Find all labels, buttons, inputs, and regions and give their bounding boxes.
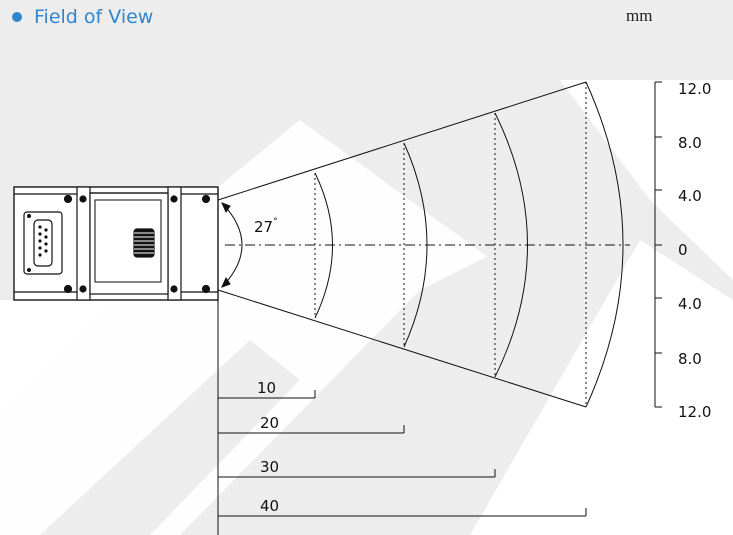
scale-tick-4-top: 4.0 [678, 187, 702, 205]
angle-arc [221, 202, 243, 288]
scale-tick-4-bottom: 4.0 [678, 295, 702, 313]
angle-arrow-top [221, 202, 231, 214]
distance-label-40: 40 [260, 497, 279, 515]
scale-tick-0: 0 [678, 241, 688, 259]
scale-tick-8-top: 8.0 [678, 134, 702, 152]
scale-tick-8-bottom: 8.0 [678, 350, 702, 368]
fov-arc-40 [585, 81, 624, 408]
unit-label: mm [626, 6, 653, 25]
distance-label-30: 30 [260, 458, 279, 476]
angle-arrow-bottom [221, 276, 231, 288]
distance-label-10: 10 [257, 379, 276, 397]
scale-tick-12-bottom: 12.0 [678, 403, 711, 421]
angle-value: 27° [254, 217, 278, 236]
scale-tick-12-top: 12.0 [678, 80, 711, 98]
distance-label-20: 20 [260, 414, 279, 432]
fov-lower-edge [217, 289, 587, 408]
fov-upper-edge [217, 81, 587, 201]
connector-pins [27, 214, 48, 272]
section-header: Field of View [8, 6, 153, 28]
section-title: Field of View [34, 6, 154, 28]
scanner-device [13, 186, 219, 301]
bullet-icon [12, 12, 22, 22]
